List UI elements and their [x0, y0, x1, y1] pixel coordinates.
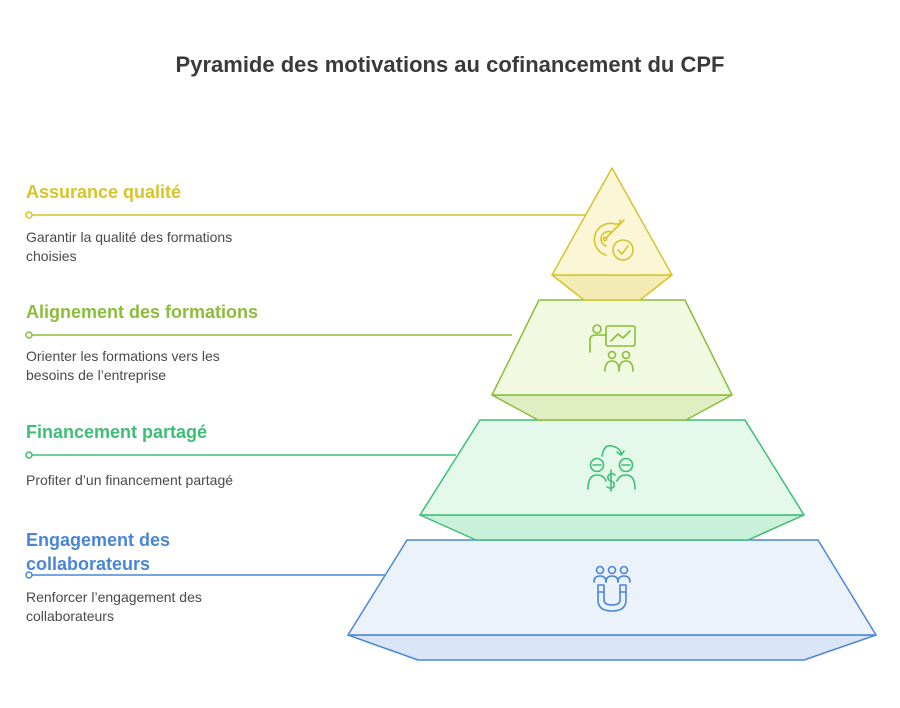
level-2-description: Orienter les formations vers les besoins…: [26, 348, 220, 383]
level-4-title: Engagement des collaborateurs: [26, 530, 171, 574]
connector-line-3: [25, 451, 456, 459]
presentation-team-icon: [589, 324, 636, 372]
level-2-title: Alignement des formations: [26, 302, 259, 322]
level-1-title: Assurance qualité: [26, 182, 182, 202]
connector-line-1: [25, 211, 585, 219]
pyramid-level-2: [491, 299, 733, 421]
pyramid-level-3: [419, 419, 805, 541]
level-3-title: Financement partagé: [26, 422, 208, 442]
pyramid-level-4: [347, 539, 877, 661]
pyramid-level-1: [551, 167, 673, 301]
level-4-description: Renforcer l’engagement des collaborateur…: [26, 589, 202, 624]
money-exchange-icon: [587, 444, 636, 492]
connector-line-4: [25, 571, 387, 579]
level-3-description: Profiter d’un financement partagé: [26, 472, 234, 488]
page-title: Pyramide des motivations au cofinancemen…: [175, 52, 725, 77]
target-check-icon: [593, 219, 634, 261]
people-magnet-icon: [593, 565, 631, 612]
level-1-description: Garantir la qualité des formations chois…: [26, 229, 233, 264]
connector-line-2: [25, 331, 512, 339]
